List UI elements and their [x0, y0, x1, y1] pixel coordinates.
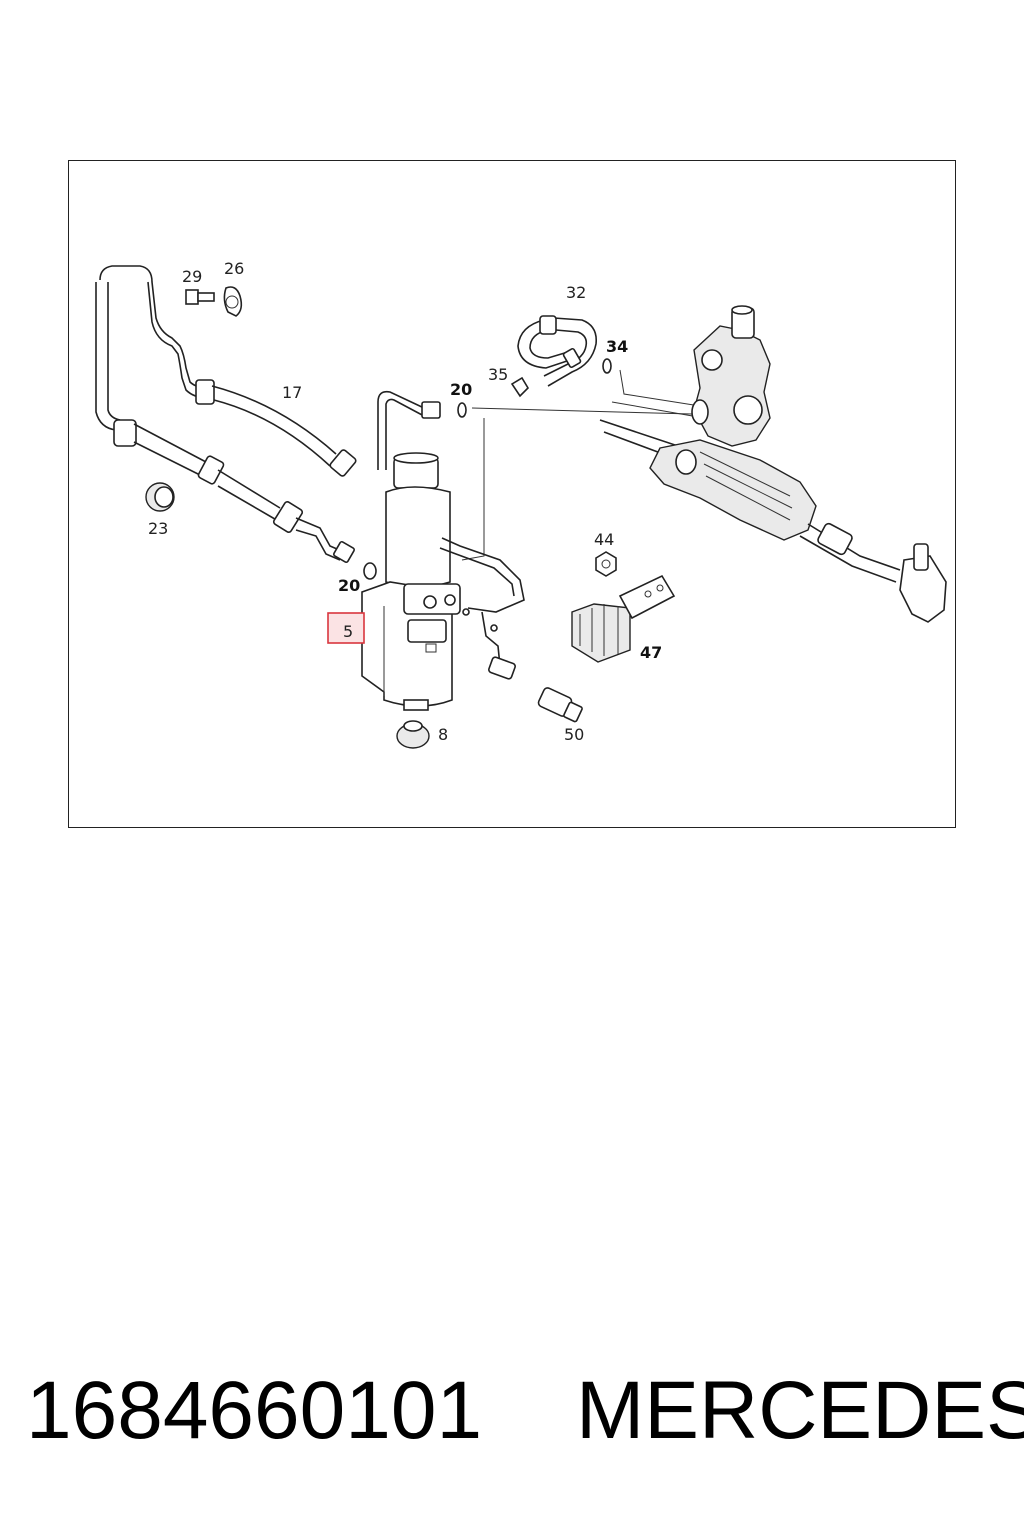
callout-8[interactable]: 8 [438, 725, 448, 744]
callout-35[interactable]: 35 [488, 365, 508, 384]
part-return-line [377, 390, 441, 470]
part-number: 1684660101 [26, 1365, 483, 1456]
part-29-bolt [185, 289, 215, 305]
part-50-connector [537, 687, 583, 723]
callout-44[interactable]: 44 [594, 530, 614, 549]
brand-name: MERCEDES [576, 1365, 1024, 1456]
part-44-nut [595, 551, 617, 577]
callout-5-highlight-box[interactable] [327, 612, 365, 644]
callout-47[interactable]: 47 [640, 643, 662, 662]
callout-20-top[interactable]: 20 [450, 380, 472, 399]
callout-26[interactable]: 26 [224, 259, 244, 278]
callout-29[interactable]: 29 [182, 267, 202, 286]
callout-5[interactable]: 5 [343, 622, 353, 641]
callout-50[interactable]: 50 [564, 725, 584, 744]
callout-32[interactable]: 32 [566, 283, 586, 302]
part-47-bracket [571, 574, 676, 663]
steering-gear [599, 305, 947, 623]
part-26-clamp [223, 286, 243, 317]
part-hose-lower [113, 419, 355, 563]
part-32-hose [517, 315, 598, 387]
part-5-pump-assembly [361, 452, 525, 711]
leader-lines [461, 369, 705, 561]
callout-20-bottom[interactable]: 20 [338, 576, 360, 595]
callout-34[interactable]: 34 [606, 337, 628, 356]
part-20-oring-top [457, 402, 467, 418]
callout-17[interactable]: 17 [282, 383, 302, 402]
callout-23[interactable]: 23 [148, 519, 168, 538]
part-23-grommet [145, 482, 175, 512]
part-35-clip [510, 376, 530, 398]
part-8-mount [396, 720, 430, 749]
part-20-oring-bottom [363, 562, 377, 580]
part-17-pressure-line [95, 265, 357, 477]
part-34-oring [602, 358, 612, 374]
